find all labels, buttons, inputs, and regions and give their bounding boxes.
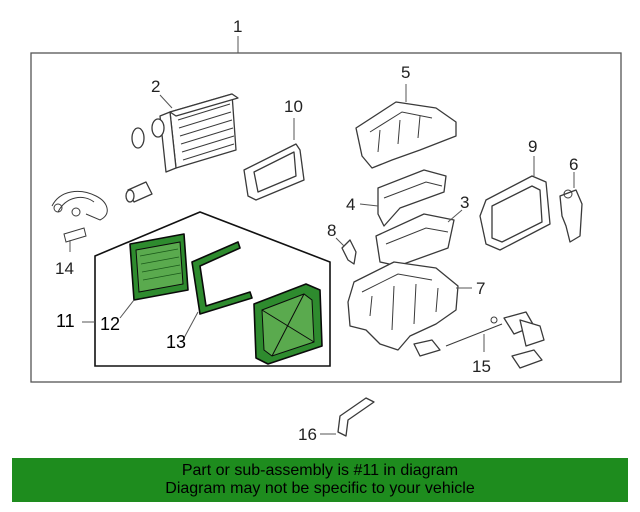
part-drain-hose[interactable] (320, 397, 375, 437)
callout-1[interactable]: 1 (233, 17, 243, 36)
part-evaporator-core[interactable] (131, 93, 239, 173)
part-clip[interactable] (335, 237, 357, 265)
callout-16[interactable]: 16 (298, 425, 317, 444)
callout-8[interactable]: 8 (327, 221, 337, 240)
part-frame-seal[interactable] (183, 241, 253, 339)
part-seal-frame[interactable] (243, 118, 305, 201)
sub-assembly-11-box (94, 211, 331, 367)
callout-6[interactable]: 6 (569, 155, 579, 174)
part-heater-case[interactable] (347, 261, 472, 357)
callout-5[interactable]: 5 (401, 63, 411, 82)
banner-line-1: Part or sub-assembly is #11 in diagram (181, 462, 459, 479)
notice-banner: Part or sub-assembly is #11 in diagram D… (12, 458, 628, 502)
callout-14[interactable]: 14 (55, 259, 74, 278)
part-bracket[interactable] (559, 172, 583, 243)
callout-3[interactable]: 3 (460, 193, 470, 212)
callout-12[interactable]: 12 (100, 314, 121, 334)
part-filter-element[interactable] (119, 233, 189, 319)
callout-7[interactable]: 7 (476, 279, 486, 298)
part-tube-assembly[interactable] (51, 190, 108, 252)
callout-10[interactable]: 10 (284, 97, 303, 116)
callout-9[interactable]: 9 (528, 137, 538, 156)
part-lower-duct[interactable] (375, 209, 463, 267)
callout-2[interactable]: 2 (151, 77, 161, 96)
part-upper-duct[interactable] (359, 169, 447, 227)
part-cable[interactable] (445, 311, 545, 369)
callout-15[interactable]: 15 (472, 357, 491, 376)
part-upper-case[interactable] (355, 84, 457, 169)
part-filter-housing[interactable] (253, 283, 323, 365)
callout-4[interactable]: 4 (346, 195, 356, 214)
part-plug[interactable] (125, 181, 153, 203)
banner-line-2: Diagram may not be specific to your vehi… (165, 480, 475, 497)
assembly-frame (30, 52, 622, 383)
callout-13[interactable]: 13 (166, 332, 187, 352)
part-gasket[interactable] (479, 156, 551, 251)
callout-11[interactable]: 11 (56, 311, 75, 331)
